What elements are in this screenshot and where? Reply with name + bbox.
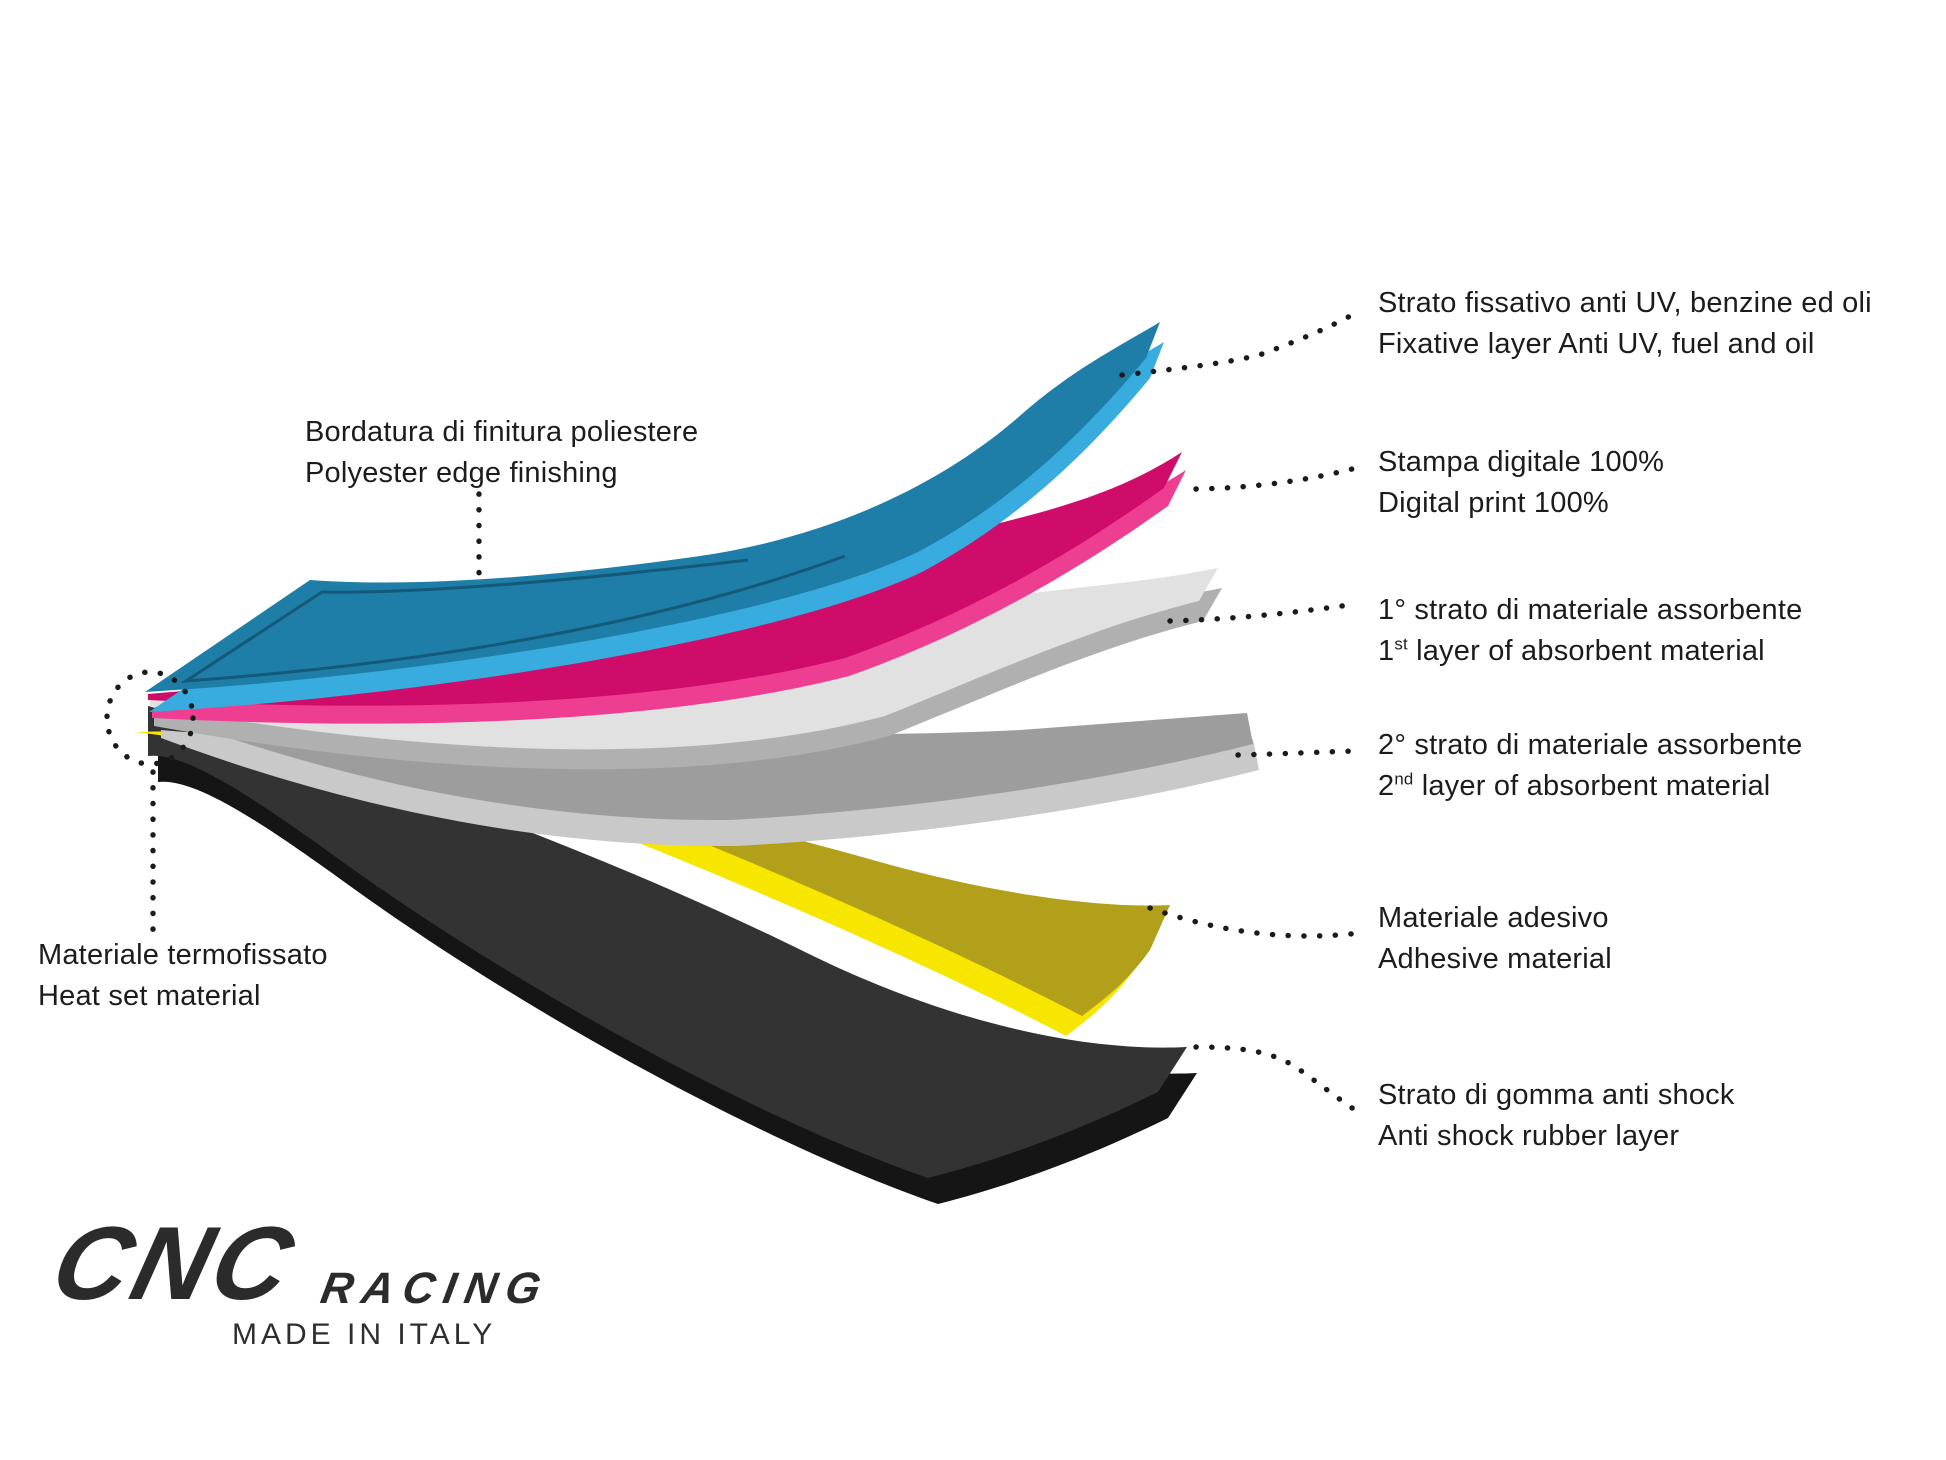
label-heatset-it: Materiale termofissato — [38, 939, 328, 971]
label-digital-print-en: Digital print 100% — [1378, 487, 1609, 519]
layer-digital-print — [148, 452, 1186, 724]
label-digital-print: Stampa digitale 100% Digital print 100% — [1378, 442, 1664, 524]
label-absorbent-1-it: 1° strato di materiale assorbente — [1378, 594, 1803, 626]
label-absorbent-2-sup: nd — [1394, 769, 1414, 789]
layer-digital-print-top — [148, 452, 1182, 706]
layer-adhesive — [136, 711, 1170, 1036]
label-fixative-en: Fixative layer Anti UV, fuel and oil — [1378, 328, 1815, 360]
label-absorbent-2: 2° strato di materiale assorbente 2nd la… — [1378, 725, 1802, 807]
label-heatset: Materiale termofissato Heat set material — [38, 935, 328, 1017]
label-absorbent-1-sup: st — [1394, 634, 1408, 654]
label-rubber-en: Anti shock rubber layer — [1378, 1120, 1680, 1152]
leader-absorbent-2 — [1235, 748, 1359, 758]
leader-digital-print — [1193, 465, 1359, 492]
layer-adhesive-top — [152, 711, 1170, 1016]
layer-fixative — [145, 322, 1164, 712]
logo-racing-wordmark: RACING — [317, 1264, 554, 1313]
label-absorbent-1: 1° strato di materiale assorbente 1st la… — [1378, 590, 1802, 672]
layer-fixative-top — [145, 322, 1160, 692]
layer-fixative-inset-outline — [180, 554, 846, 683]
brand-logo: CNC RACING — [42, 1206, 554, 1322]
label-edge-finishing-en: Polyester edge finishing — [305, 457, 618, 489]
logo-tagline: MADE IN ITALY — [232, 1318, 497, 1351]
label-absorbent-1-en: 1st layer of absorbent material — [1378, 634, 1765, 667]
label-adhesive-it: Materiale adesivo — [1378, 902, 1609, 934]
label-heatset-en: Heat set material — [38, 980, 261, 1012]
label-rubber: Strato di gomma anti shock Anti shock ru… — [1378, 1075, 1735, 1157]
leader-adhesive — [1147, 905, 1363, 939]
label-fixative-it: Strato fissativo anti UV, benzine ed oli — [1378, 287, 1872, 319]
label-digital-print-it: Stampa digitale 100% — [1378, 446, 1665, 478]
layer-rubber-top — [148, 706, 1187, 1178]
label-absorbent-2-en: 2nd layer of absorbent material — [1378, 769, 1771, 802]
label-rubber-it: Strato di gomma anti shock — [1378, 1079, 1735, 1111]
label-adhesive-en: Adhesive material — [1378, 943, 1612, 975]
leader-lines — [104, 312, 1363, 1115]
leader-fixative — [1119, 312, 1355, 378]
label-absorbent-2-it: 2° strato di materiale assorbente — [1378, 729, 1803, 761]
layer-adhesive-edge — [136, 731, 1154, 1036]
layer-rubber — [148, 706, 1197, 1204]
label-adhesive: Materiale adesivo Adhesive material — [1378, 898, 1612, 980]
leader-heatset-circle — [104, 669, 196, 767]
label-edge-finishing: Bordatura di finitura poliestere Polyest… — [305, 412, 698, 494]
logo-cnc-wordmark: CNC — [41, 1206, 308, 1322]
label-edge-finishing-it: Bordatura di finitura poliestere — [305, 416, 699, 448]
leader-rubber — [1193, 1044, 1361, 1115]
label-fixative: Strato fissativo anti UV, benzine ed oli… — [1378, 283, 1872, 365]
